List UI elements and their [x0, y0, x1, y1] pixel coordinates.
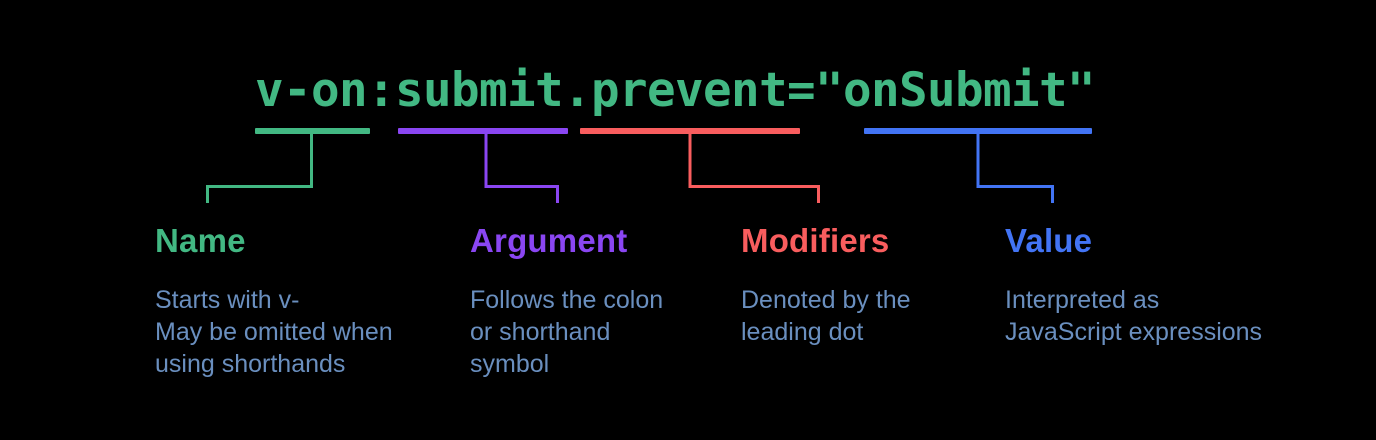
argument-connector-line: [484, 134, 559, 203]
name-connector-line: [206, 134, 313, 203]
argument-underline: [398, 128, 568, 134]
value-connector-line: [976, 134, 1054, 203]
modifiers-label: Modifiers: [741, 222, 890, 259]
argument-label: Argument: [470, 222, 628, 259]
directive-code: v-on:submit.prevent="onSubmit": [255, 63, 1096, 119]
modifiers-description: Denoted by the leading dot: [741, 286, 911, 346]
code-name-segment: v-on: [255, 63, 368, 118]
name-annotation: Name Starts with v- May be omitted when …: [155, 222, 460, 380]
code-equals-quote-segment: =": [786, 63, 844, 118]
argument-annotation: Argument Follows the colon or shorthand …: [470, 222, 730, 380]
value-label: Value: [1005, 222, 1093, 259]
value-annotation: Value Interpreted as JavaScript expressi…: [1005, 222, 1345, 348]
code-modifiers-segment: .prevent: [563, 63, 788, 118]
code-argument-segment: submit: [395, 63, 564, 118]
code-closing-quote-segment: ": [1066, 63, 1096, 118]
value-underline: [864, 128, 1092, 134]
code-value-segment: onSubmit: [842, 63, 1068, 118]
modifiers-annotation: Modifiers Denoted by the leading dot: [741, 222, 991, 348]
modifiers-underline: [580, 128, 800, 134]
modifiers-connector-line: [688, 134, 820, 203]
name-underline: [255, 128, 370, 134]
argument-description: Follows the colon or shorthand symbol: [470, 286, 664, 378]
name-label: Name: [155, 222, 246, 259]
code-colon-segment: :: [367, 63, 396, 118]
value-description: Interpreted as JavaScript expressions: [1005, 286, 1263, 346]
name-description: Starts with v- May be omitted when using…: [155, 286, 393, 378]
